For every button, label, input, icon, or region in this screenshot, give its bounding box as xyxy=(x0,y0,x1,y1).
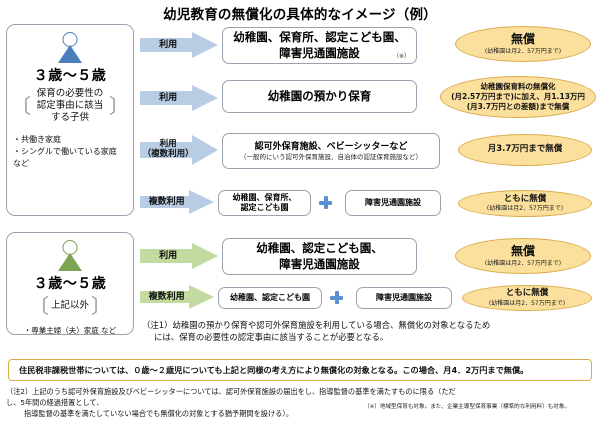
service-box-row-2: 幼稚園の預かり保育 xyxy=(222,80,417,113)
note-2: （注2）上記のうち認可外保育施設及びベビーシッターについては、認可外保育施設の届… xyxy=(6,387,466,419)
arrow-shape-icon xyxy=(140,285,214,309)
arrow-row-6: 複数利用 xyxy=(140,285,214,309)
person-card-group-1: ３歳～５歳 〔 保育の必要性の認定事由に該当する子供 〕 ・共働き家庭 ・シング… xyxy=(6,24,134,216)
service-text-row-5: 幼稚園、認定こども園、 障害児通園施設 xyxy=(256,240,383,271)
note-1-head: （注1）幼稚園の預かり保育や認可外保育施設を利用している場合、無償化の対象となる… xyxy=(142,320,491,330)
result-sub-row-5: (幼稚園は月2．57万円まで) xyxy=(484,259,562,267)
service-mark-row-1: （※） xyxy=(392,53,410,60)
service-box-row-3: 認可外保育施設、ベビーシッターなど （一般的にいう認可外保育施設、自治体の認証保… xyxy=(222,133,440,169)
result-main-row-5: 無償 xyxy=(510,244,535,259)
arrow-row-3: 利用 （複数利用） xyxy=(140,135,218,165)
highlight-note-text: 住民税非課税世帯については、０歳～２歳児についても上記と同様の考え方により無償化… xyxy=(19,365,529,375)
service-text-row-4-b: 障害児通園施設 xyxy=(365,197,421,207)
arrow-shape-icon xyxy=(140,85,218,111)
result-ellipse-row-6: ともに無償 (幼稚園は月2．57万円まで) xyxy=(462,285,592,311)
service-sub-row-3: （一般的にいう認可外保育施設、自治体の認証保育施設など） xyxy=(240,152,422,161)
arrow-label-row-3: 利用 （複数利用） xyxy=(142,139,194,159)
result-sub-row-6: (幼稚園は月2．57万円まで) xyxy=(488,299,566,307)
arrow-shape-icon xyxy=(140,32,218,58)
arrow-label-row-1: 利用 xyxy=(159,39,178,50)
condition-text-group-1: 保育の必要性の認定事由に該当する子供 xyxy=(36,88,104,123)
age-label-group-2: ３歳～５歳 xyxy=(33,276,107,292)
arrow-label-row-6: 複数利用 xyxy=(148,291,185,302)
service-text-row-1: 幼稚園、保育所、認定こども園、 障害児通園施設 xyxy=(233,29,406,60)
bullets-group-2: ・専業主婦（夫）家庭 など xyxy=(23,326,117,335)
person-icon-green xyxy=(7,238,133,272)
result-main-row-6: ともに無償 xyxy=(505,288,549,299)
arrow-shape-icon xyxy=(140,135,218,165)
arrow-label-row-5: 利用 xyxy=(159,250,178,261)
arrow-label-row-4: 複数利用 xyxy=(148,196,185,207)
page-title: 幼児教育の無償化の具体的なイメージ（例） xyxy=(163,7,437,23)
result-main-row-1: 無償 xyxy=(510,32,535,47)
result-sub-row-4: (幼稚園は月2．57万円まで) xyxy=(486,205,564,213)
arrow-label-row-2: 利用 xyxy=(159,92,178,103)
result-ellipse-row-3: 月3.7万円まで無償 xyxy=(458,134,592,166)
service-text-row-2: 幼稚園の預かり保育 xyxy=(267,88,372,103)
service-text-row-6-b: 障害児通園施設 xyxy=(376,292,432,302)
highlight-note-box: 住民税非課税世帯については、０歳～２歳児についても上記と同様の考え方により無償化… xyxy=(8,359,592,381)
service-box-row-5: 幼稚園、認定こども園、 障害児通園施設 xyxy=(222,238,417,275)
person-icon-blue xyxy=(7,30,133,64)
arrow-row-4: 複数利用 xyxy=(140,190,214,214)
arrow-row-2: 利用 xyxy=(140,85,218,111)
service-box-row-6-b: 障害児通園施設 xyxy=(356,287,452,309)
age-label-group-1: ３歳～５歳 xyxy=(33,68,107,84)
service-box-row-1: 幼稚園、保育所、認定こども園、 障害児通園施設 （※） xyxy=(222,27,417,64)
service-text-row-6-a: 幼稚園、認定こども園 xyxy=(230,292,310,302)
person-body-icon xyxy=(58,45,82,63)
service-box-row-4-a: 幼稚園、保育所、 認定こども園 xyxy=(218,190,311,216)
bracket-right-icon: 〕 xyxy=(109,93,129,118)
result-main-row-2: 幼稚園保育料の無償化 (月2.57万円まで)に加え、月1.13万円 (月3.7万… xyxy=(451,82,585,111)
arrow-shape-icon xyxy=(140,243,218,269)
plus-icon-row-4 xyxy=(319,196,332,209)
result-ellipse-row-4: ともに無償 (幼稚園は月2．57万円まで) xyxy=(458,190,592,217)
result-main-row-4: ともに無償 xyxy=(503,193,547,204)
condition-group-1: 〔 保育の必要性の認定事由に該当する子供 〕 xyxy=(7,88,133,124)
arrow-row-5: 利用 xyxy=(140,243,218,269)
condition-group-2: 〔 上記以外 〕 xyxy=(7,296,133,316)
bracket-left-icon: 〔 xyxy=(11,93,31,118)
service-text-row-3: 認可外保育施設、ベビーシッターなど xyxy=(254,141,408,152)
arrow-row-1: 利用 xyxy=(140,32,218,58)
note-2-tail: 指導監督の基準を満たしていない場合でも無償化の対象とする猶予期間を設ける）。 xyxy=(24,408,294,418)
note-1-tail: には、保育の必要性の認定事由に該当することが必要となる。 xyxy=(154,332,389,343)
arrow-shape-icon xyxy=(140,190,214,214)
condition-text-group-2: 上記以外 xyxy=(50,300,89,312)
note-2-head: （注2）上記のうち認可外保育施設及びベビーシッターについては、認可外保育施設の届… xyxy=(6,387,456,407)
person-card-group-2: ３歳～５歳 〔 上記以外 〕 ・専業主婦（夫）家庭 など xyxy=(6,232,134,335)
service-box-row-4-b: 障害児通園施設 xyxy=(345,190,441,216)
person-body-icon xyxy=(58,253,82,271)
service-text-row-4-a: 幼稚園、保育所、 認定こども園 xyxy=(232,192,297,212)
service-box-row-6-a: 幼稚園、認定こども園 xyxy=(218,287,322,309)
result-ellipse-row-1: 無償 (幼稚園は月2．57万円まで) xyxy=(455,26,591,62)
bullets-group-1: ・共働き家庭 ・シングルで働いている家庭 など xyxy=(13,134,117,168)
result-ellipse-row-5: 無償 (幼稚園は月2．57万円まで) xyxy=(455,238,591,274)
note-1: （注1）幼稚園の預かり保育や認可外保育施設を利用している場合、無償化の対象となる… xyxy=(142,319,592,343)
result-ellipse-row-2: 幼稚園保育料の無償化 (月2.57万円まで)に加え、月1.13万円 (月3.7万… xyxy=(440,76,596,118)
note-3: （※）地域型保育も対象。また、企業主導型保育事業（標準的な利用料）も対象。 xyxy=(364,404,571,410)
result-main-row-3: 月3.7万円まで無償 xyxy=(487,144,563,155)
result-sub-row-1: (幼稚園は月2．57万円まで) xyxy=(484,47,562,55)
plus-icon-row-6 xyxy=(330,291,343,304)
bracket-left-icon: 〔 xyxy=(28,294,49,318)
bracket-right-icon: 〕 xyxy=(91,294,111,318)
